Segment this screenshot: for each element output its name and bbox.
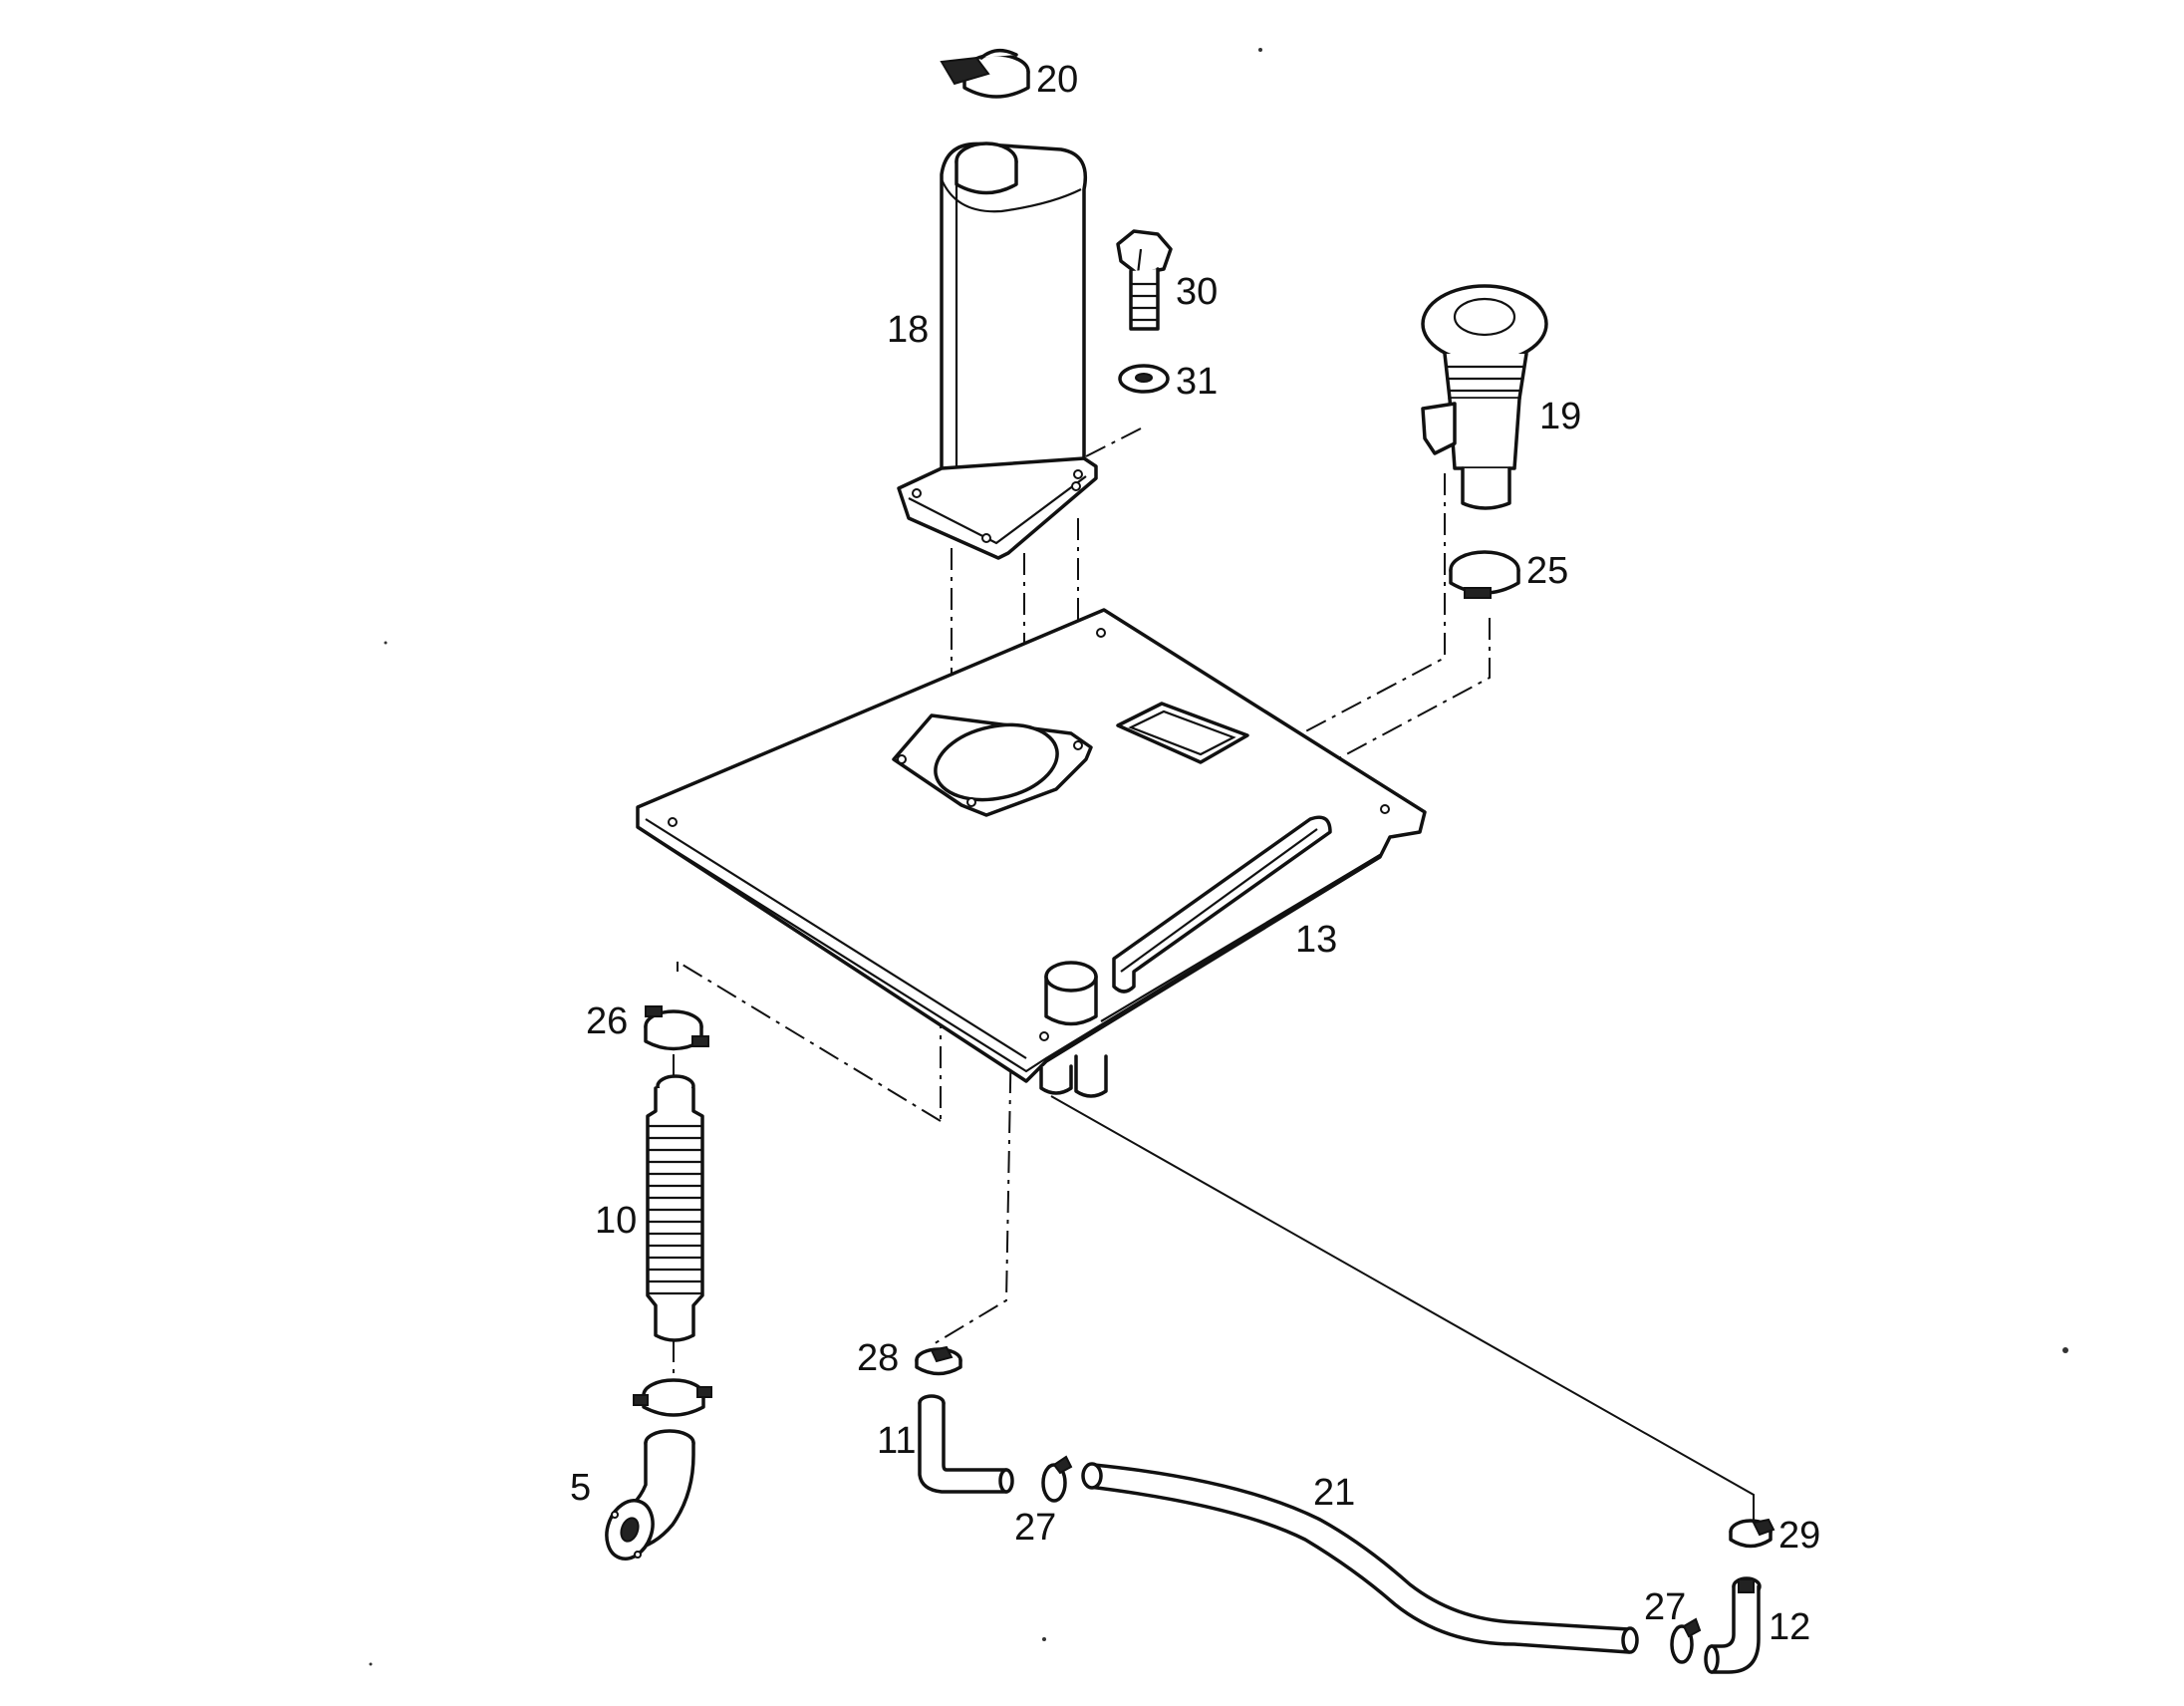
part-elbow-clamp bbox=[633, 1378, 712, 1417]
callout-25: 25 bbox=[1526, 550, 1568, 592]
callout-27-right: 27 bbox=[1644, 1586, 1686, 1628]
part-31-washer bbox=[1118, 364, 1170, 394]
part-18-muffler bbox=[897, 142, 1098, 560]
callout-28: 28 bbox=[857, 1337, 899, 1379]
part-27-hose-clip-right bbox=[1670, 1617, 1702, 1664]
part-20-exhaust-cap bbox=[940, 48, 1030, 99]
callout-26: 26 bbox=[586, 1000, 628, 1042]
callout-27-left: 27 bbox=[1014, 1507, 1056, 1549]
callout-19: 19 bbox=[1539, 396, 1581, 437]
part-19-intake-filter bbox=[1421, 284, 1548, 510]
assembly-leader-lines bbox=[673, 427, 1755, 1525]
part-callouts: 20 18 30 31 19 25 13 26 10 5 28 11 27 21… bbox=[570, 59, 1820, 1648]
part-10-flexible-hose bbox=[646, 1074, 704, 1342]
callout-29: 29 bbox=[1778, 1515, 1820, 1557]
part-11-bent-hose bbox=[918, 1394, 1014, 1494]
scan-specks bbox=[369, 48, 2068, 1666]
part-29-hose-clip bbox=[1729, 1518, 1775, 1549]
part-12-bent-pipe bbox=[1704, 1576, 1762, 1674]
callout-18: 18 bbox=[887, 309, 929, 351]
callout-10: 10 bbox=[595, 1200, 637, 1242]
part-21-long-hose bbox=[1081, 1462, 1639, 1654]
part-26-hose-clamp bbox=[644, 1005, 709, 1051]
part-5-exhaust-elbow bbox=[605, 1429, 695, 1561]
part-27-hose-clip-left bbox=[1041, 1455, 1073, 1503]
callout-30: 30 bbox=[1176, 271, 1218, 313]
part-30-bolt bbox=[1116, 229, 1173, 331]
part-25-hose-clamp bbox=[1449, 550, 1520, 599]
part-28-hose-clip bbox=[915, 1345, 962, 1376]
callout-11: 11 bbox=[877, 1420, 916, 1462]
callout-21: 21 bbox=[1313, 1472, 1355, 1514]
callout-13: 13 bbox=[1295, 919, 1337, 961]
callout-31: 31 bbox=[1176, 361, 1218, 403]
part-13-base-plate bbox=[636, 608, 1427, 1098]
callout-20: 20 bbox=[1036, 59, 1078, 101]
callout-5: 5 bbox=[570, 1467, 591, 1509]
callout-12: 12 bbox=[1769, 1606, 1810, 1648]
